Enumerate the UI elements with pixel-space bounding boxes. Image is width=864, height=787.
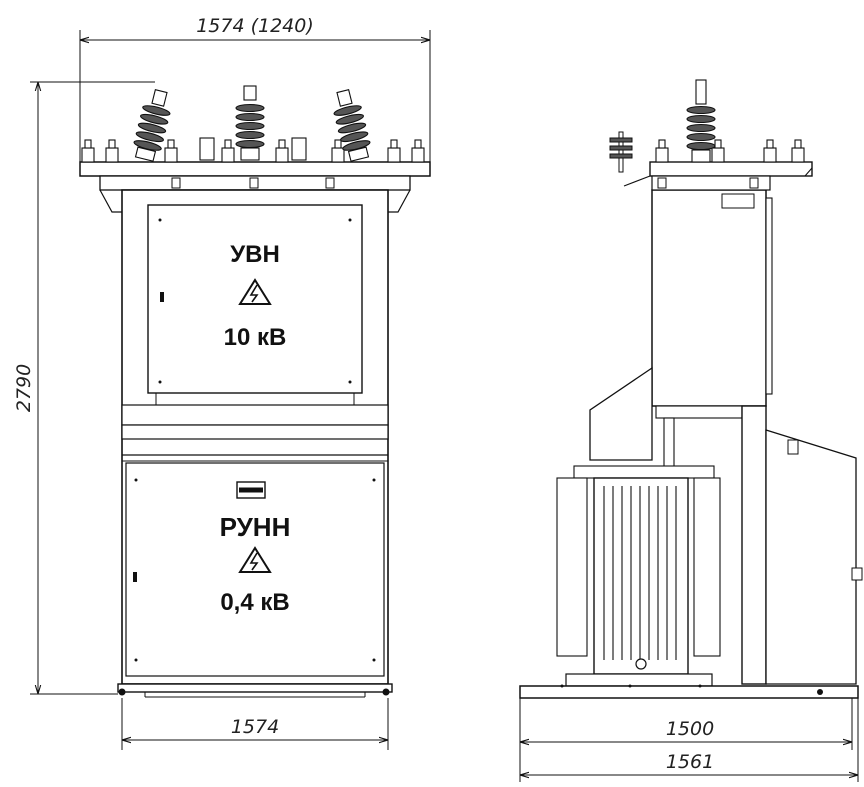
- upper-panel-title: УВН: [230, 241, 280, 268]
- lower-panel-title: РУНН: [220, 512, 291, 542]
- dim-side-inner-width: 1500: [666, 718, 714, 740]
- side-view: [519, 79, 863, 699]
- lower-panel-voltage: 0,4 кВ: [220, 589, 289, 616]
- front-view: УВН 10 кВ РУНН 0,4 кВ: [79, 85, 431, 698]
- dim-side-outer-width: 1561: [666, 751, 714, 773]
- dim-height: 2790: [13, 364, 35, 412]
- dim-top-width: 1574 (1240): [196, 15, 314, 37]
- low-voltage-insulators: [81, 137, 425, 163]
- dim-front-bottom-width: 1574: [231, 716, 279, 738]
- upper-panel-voltage: 10 кВ: [224, 324, 287, 351]
- dimension-lines: [30, 30, 859, 782]
- high-voltage-bushings: [133, 85, 371, 162]
- high-voltage-warning-icon: [238, 278, 272, 305]
- hatched-plate-icon: [236, 481, 266, 499]
- low-voltage-warning-icon: [238, 546, 272, 573]
